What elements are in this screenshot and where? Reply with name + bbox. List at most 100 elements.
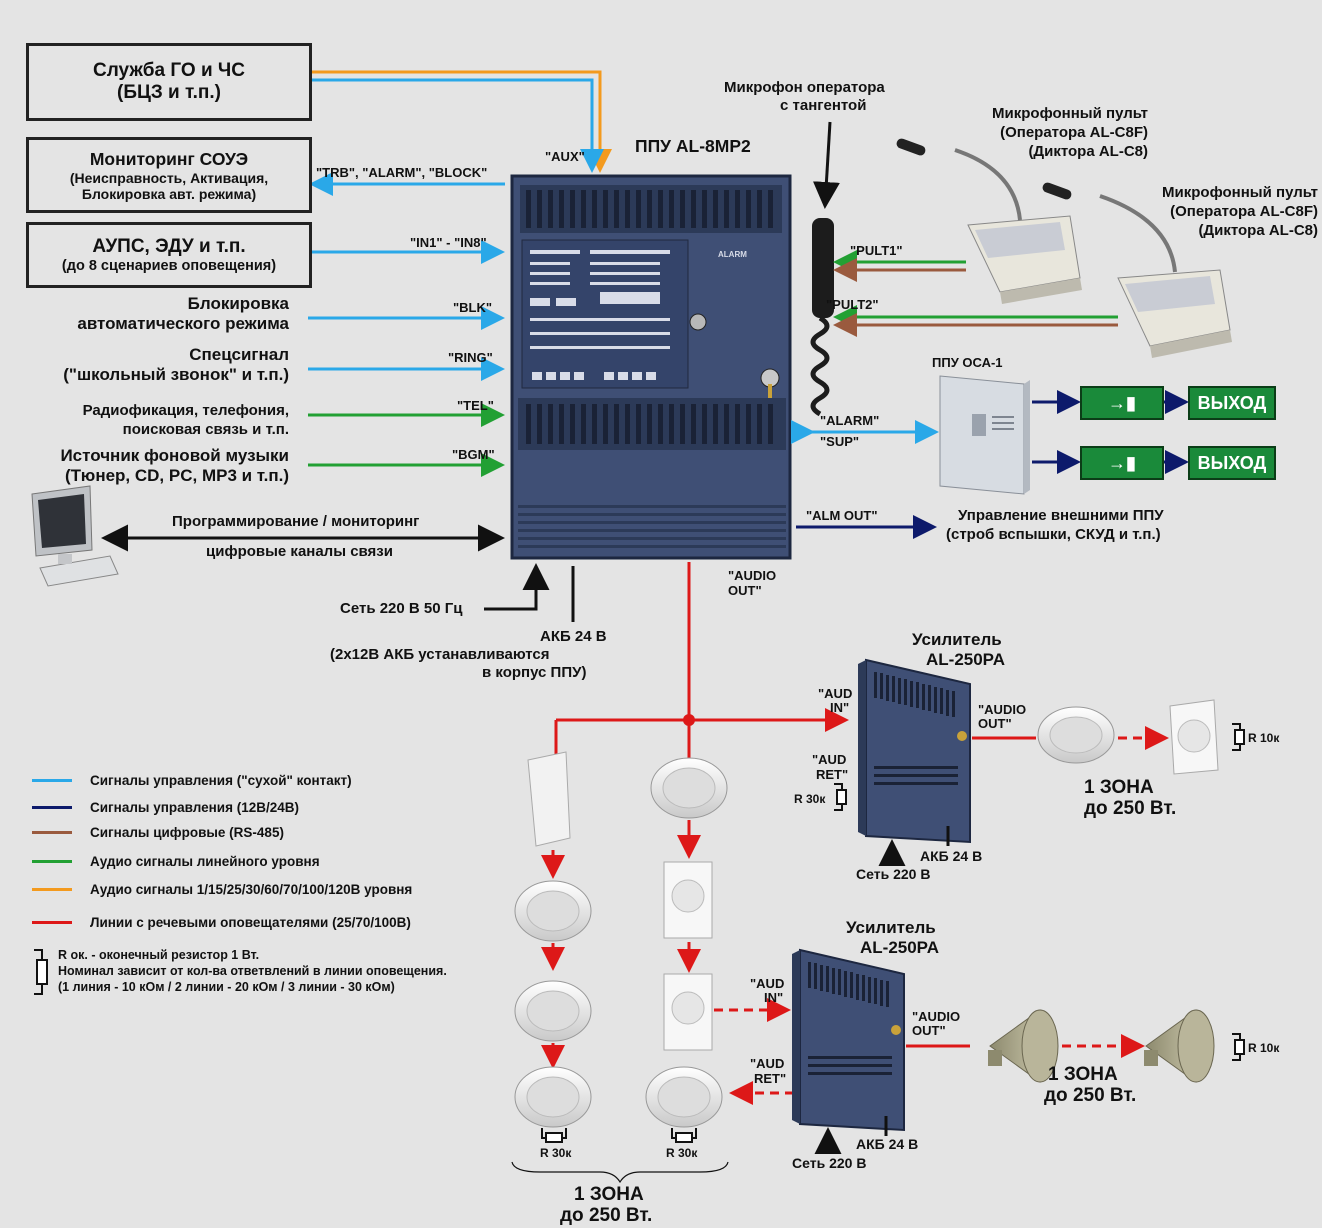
amp2-aud-in-1: "AUD bbox=[750, 976, 785, 991]
amp2-title-2: AL-250PA bbox=[860, 938, 940, 957]
exit-pictogram-2: →▮ bbox=[1080, 446, 1164, 480]
battery-label-2: (2х12В АКБ устанавливаются bbox=[330, 646, 550, 663]
go-chs-title: Служба ГО и ЧС bbox=[93, 60, 245, 81]
running-man-icon: →▮ bbox=[1108, 392, 1136, 413]
operator-mic-device bbox=[810, 218, 834, 417]
exit-pictogram-1: →▮ bbox=[1080, 386, 1164, 420]
resistor-mid bbox=[671, 1128, 697, 1143]
aux-blue-line bbox=[308, 78, 604, 173]
amp2-audio-out-1: "AUDIO bbox=[912, 1009, 961, 1024]
mid-r30-label: R 30к bbox=[666, 1146, 698, 1160]
resistor-aud-ret-1 bbox=[834, 783, 847, 811]
resistor-left bbox=[541, 1128, 567, 1143]
sup-label: "SUP" bbox=[820, 434, 860, 449]
box-speaker-mid-2 bbox=[663, 973, 713, 1051]
computer-icon bbox=[31, 485, 119, 587]
amp1-r10-label: R 10к bbox=[1248, 731, 1280, 745]
amp2-zone-2: до 250 Вт. bbox=[1044, 1085, 1137, 1106]
amp1-aud-in-2: IN" bbox=[830, 700, 850, 715]
bgm-label: "BGM" bbox=[452, 447, 495, 462]
console-2-label-1: Микрофонный пульт bbox=[1162, 184, 1318, 201]
aups-box: АУПС, ЭДУ и т.п. (до 8 сценариев оповеще… bbox=[26, 222, 312, 288]
battery-label-3: в корпус ППУ) bbox=[482, 664, 587, 681]
amp1-mains-label: Сеть 220 В bbox=[856, 866, 931, 882]
amp2-title-1: Усилитель bbox=[846, 918, 936, 937]
osa-title: ППУ ОСА-1 bbox=[932, 355, 1003, 370]
aux-orange-line bbox=[308, 70, 612, 173]
exit-sign-2-text: ВЫХОД bbox=[1197, 452, 1267, 473]
exit-sign-1: ВЫХОД bbox=[1188, 386, 1276, 420]
mains-line bbox=[484, 563, 550, 611]
battery-label-1: АКБ 24 В bbox=[540, 628, 607, 645]
main-panel-device bbox=[510, 174, 792, 560]
legend-row-control-12v: Сигналы управления (12В/24В) bbox=[32, 797, 299, 817]
legend-row-hv-audio: Аудио сигналы 1/15/25/30/60/70/100/120В … bbox=[32, 879, 412, 899]
pult1-label: "PULT1" bbox=[850, 243, 903, 258]
aups-subtitle: (до 8 сценариев оповещения) bbox=[61, 258, 277, 274]
legend-resistor-note-1: R ок. - оконечный резистор 1 Вт. bbox=[58, 948, 260, 962]
running-man-icon: →▮ bbox=[1108, 452, 1136, 473]
blocking-label-1: Блокировка bbox=[187, 294, 289, 313]
horn-speaker-2 bbox=[1144, 1009, 1215, 1083]
go-chs-box: Служба ГО и ЧС (БЦЗ и т.п.) bbox=[26, 43, 312, 121]
audio-out-main-label-2: OUT" bbox=[728, 583, 762, 598]
console-1-label-1: Микрофонный пульт bbox=[992, 105, 1148, 122]
legend-resistor-icon bbox=[34, 949, 48, 995]
legend-swatch bbox=[32, 887, 72, 891]
legend-row-speaker-line: Линии с речевыми оповещателями (25/70/10… bbox=[32, 912, 411, 932]
amp1-aud-ret-1: "AUD bbox=[812, 752, 847, 767]
amp1-title-2: AL-250PA bbox=[926, 650, 1006, 669]
main-panel-title: ППУ AL-8MP2 bbox=[635, 136, 751, 156]
operator-mic-label-1: Микрофон оператора bbox=[724, 79, 885, 96]
monitoring-line-2: Блокировка авт. режима) bbox=[81, 185, 257, 202]
legend-resistor-note-2: Номинал зависит от кол-ва ответвлений в … bbox=[58, 964, 447, 978]
osa-panel-device bbox=[939, 375, 1030, 495]
trb-label: "TRB", "ALARM", "BLOCK" bbox=[316, 165, 488, 180]
amp2-mains-label: Сеть 220 В bbox=[792, 1155, 867, 1171]
monitoring-box: Мониторинг СОУЭ (Неисправность, Активаци… bbox=[26, 137, 312, 213]
external-control-label-2: (строб вспышки, СКУД и т.п.) bbox=[946, 526, 1161, 543]
zone-brace bbox=[511, 1161, 729, 1184]
tel-label: "TEL" bbox=[457, 398, 494, 413]
monitoring-line-1: (Неисправность, Активация, bbox=[69, 169, 269, 186]
mains-label: Сеть 220 В 50 Гц bbox=[340, 600, 463, 617]
resistor-amp2 bbox=[1232, 1033, 1245, 1061]
operator-mic-arrow bbox=[812, 121, 840, 209]
amp2-audio-out-2: OUT" bbox=[912, 1023, 946, 1038]
main-panel-brand: ALARM bbox=[718, 250, 747, 259]
ceiling-speaker-left-3 bbox=[514, 1066, 592, 1128]
legend-label: Линии с речевыми оповещателями (25/70/10… bbox=[90, 914, 411, 930]
legend-swatch bbox=[32, 805, 72, 809]
console-2-label-3: (Диктора AL-C8) bbox=[1198, 222, 1318, 239]
legend-label: Аудио сигналы линейного уровня bbox=[90, 853, 320, 869]
legend-label: Сигналы цифровые (RS-485) bbox=[90, 824, 284, 840]
amp1-audio-out-1: "AUDIO bbox=[978, 702, 1027, 717]
bottom-zone-1: 1 ЗОНА bbox=[574, 1184, 644, 1205]
aux-label: "AUX" bbox=[545, 149, 585, 164]
in1-in8-label: "IN1" - "IN8" bbox=[410, 235, 487, 250]
ceiling-speaker-mid-2 bbox=[645, 1066, 723, 1128]
alarm-label: "ALARM" bbox=[820, 413, 880, 428]
monitoring-title: Мониторинг СОУЭ bbox=[89, 148, 249, 169]
exit-sign-1-text: ВЫХОД bbox=[1197, 392, 1267, 413]
console-1-label-3: (Диктора AL-C8) bbox=[1028, 143, 1148, 160]
legend-label: Сигналы управления (12В/24В) bbox=[90, 799, 299, 815]
amp1-aud-in-1: "AUD bbox=[818, 686, 853, 701]
box-speaker-mid-1 bbox=[663, 861, 713, 939]
bottom-zone-2: до 250 Вт. bbox=[560, 1205, 653, 1226]
legend-label: Сигналы управления ("сухой" контакт) bbox=[90, 772, 352, 788]
bgm-source-label-2: (Тюнер, CD, PC, MP3 и т.п.) bbox=[64, 466, 289, 485]
external-control-label-1: Управление внешними ППУ bbox=[958, 507, 1164, 524]
amp1-aud-ret-2: RET" bbox=[816, 767, 849, 782]
ceiling-speaker-left-2 bbox=[514, 980, 592, 1042]
amplifier-1-device bbox=[858, 658, 971, 844]
resistor-amp1 bbox=[1232, 723, 1245, 751]
amp2-aud-ret-1: "AUD bbox=[750, 1056, 785, 1071]
radio-label-2: поисковая связь и т.п. bbox=[122, 421, 289, 438]
audio-out-main-label-1: "AUDIO bbox=[728, 568, 777, 583]
blk-label: "BLK" bbox=[453, 300, 493, 315]
legend-label: Аудио сигналы 1/15/25/30/60/70/100/120В … bbox=[90, 881, 413, 897]
ceiling-speaker-left-1 bbox=[514, 880, 592, 942]
pult2-label: "PULT2" bbox=[826, 297, 879, 312]
